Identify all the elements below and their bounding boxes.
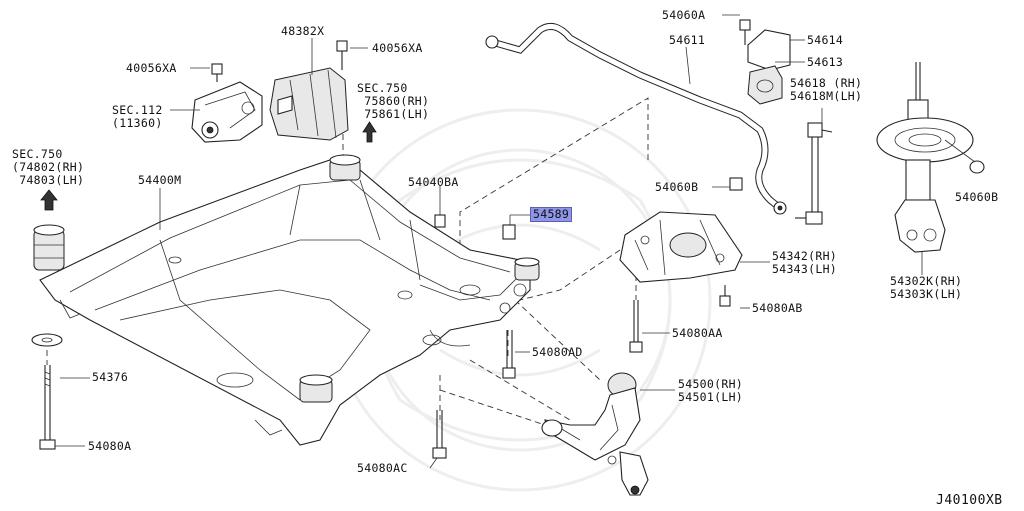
stabilizer-bar <box>485 22 787 215</box>
callout-48382X[interactable]: 48382X <box>281 24 325 38</box>
callout-sec-750-mount[interactable]: SEC.750 (74802(RH) 74803(LH) <box>12 147 85 187</box>
callout-leader-lines <box>55 14 976 469</box>
callout-54613[interactable]: 54613 <box>807 55 844 69</box>
transverse-link <box>541 372 649 496</box>
callout-54614[interactable]: 54614 <box>807 33 844 47</box>
callout-54040BA[interactable]: 54040BA <box>408 175 459 189</box>
callout-54302K[interactable]: 54302K(RH) 54303K(LH) <box>890 274 963 301</box>
callout-54080AA[interactable]: 54080AA <box>672 326 723 340</box>
callout-54060B-mid[interactable]: 54060B <box>655 180 699 194</box>
watermark-emblem <box>328 108 712 492</box>
callout-54080A[interactable]: 54080A <box>88 439 132 453</box>
gusset-plate <box>619 211 743 353</box>
callout-40056XA-left[interactable]: 40056XA <box>126 61 177 75</box>
heat-insulator-shield <box>269 40 377 143</box>
washer-and-long-bolt <box>31 333 63 450</box>
callout-54400M[interactable]: 54400M <box>138 173 182 187</box>
diagram-reference-id: J40100XB <box>936 493 1003 508</box>
callout-sec-112[interactable]: SEC.112 (11360) <box>112 103 163 130</box>
engine-mount-insulator <box>33 189 65 271</box>
front-suspension-member <box>39 154 540 446</box>
callout-54080AD[interactable]: 54080AD <box>532 345 583 359</box>
callout-54080AB[interactable]: 54080AB <box>752 301 803 315</box>
callout-54589-highlighted[interactable]: 54589 <box>530 207 573 222</box>
callout-54611[interactable]: 54611 <box>669 33 706 47</box>
callout-54342[interactable]: 54342(RH) 54343(LH) <box>772 249 838 276</box>
callout-54060B-right[interactable]: 54060B <box>955 190 999 204</box>
callout-40056XA-top[interactable]: 40056XA <box>372 41 423 55</box>
callout-54060A[interactable]: 54060A <box>662 8 706 22</box>
callout-54080AC[interactable]: 54080AC <box>357 461 408 475</box>
callout-54376[interactable]: 54376 <box>92 370 129 384</box>
strut-assembly <box>876 62 985 253</box>
callout-sec-750-stay[interactable]: SEC.750 75860(RH) 75861(LH) <box>357 81 430 121</box>
stabilizer-bushing-clamp <box>739 19 791 105</box>
callout-54618[interactable]: 54618 (RH) 54618M(LH) <box>790 76 863 103</box>
stabilizer-connecting-rod <box>795 122 833 225</box>
engine-mount-bracket <box>191 63 263 143</box>
bolts-and-nuts <box>432 177 743 459</box>
callout-54500[interactable]: 54500(RH) 54501(LH) <box>678 377 744 404</box>
